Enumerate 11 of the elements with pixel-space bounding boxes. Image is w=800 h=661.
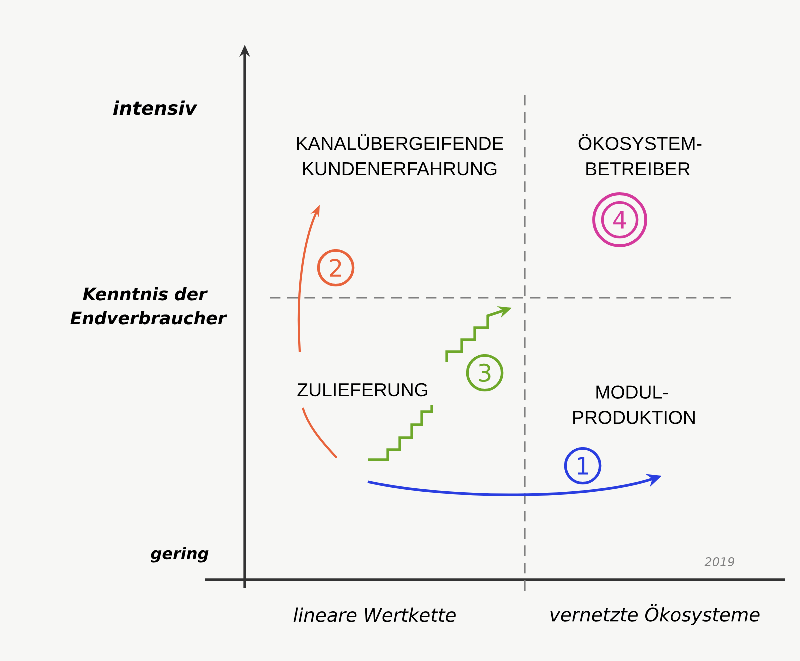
axis-label: vernetzte Ökosysteme [550, 604, 760, 626]
axis-label: intensiv [113, 100, 198, 116]
axis-label: lineare Wertkette [294, 608, 456, 622]
circled-number: 4 [592, 192, 648, 248]
circled-number: 3 [466, 354, 504, 392]
circled-number: 1 [564, 447, 602, 485]
circled-number: 2 [317, 249, 355, 287]
axis-label: gering [151, 547, 209, 563]
date-label: 2019 [704, 557, 735, 567]
axis-label: Kenntnis der Endverbraucher [70, 287, 228, 325]
quadrant-label: KANALÜBERGEIFENDE KUNDENERFAHRUNG [297, 134, 504, 176]
